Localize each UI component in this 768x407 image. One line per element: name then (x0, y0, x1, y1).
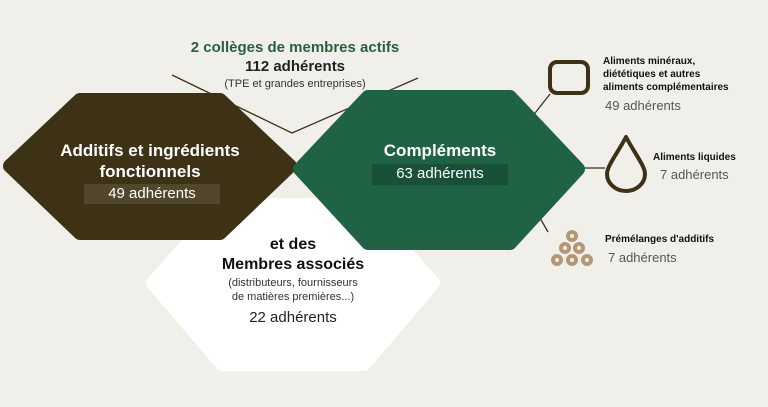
complements-title: Compléments (383, 141, 497, 160)
subcat-1-label-line3: aliments complémentaires (603, 82, 729, 93)
additifs-count: 49 adhérents (108, 185, 196, 202)
additifs-count-box (84, 184, 220, 204)
associes-title-line2: Membres associés (221, 256, 365, 273)
subcat-1-label-line2: diététiques et autres (603, 69, 701, 80)
subcat-1-count: 49 adhérents (605, 98, 681, 113)
drop-icon (605, 135, 647, 193)
associes-count: 22 adhérents (249, 309, 337, 326)
associes-note-line1: (distributeurs, fournisseurs (228, 277, 358, 289)
complements-count: 63 adhérents (396, 165, 484, 182)
header-note: (TPE et grandes entreprises) (224, 78, 366, 90)
rounded-square-icon (548, 60, 590, 95)
complements-count-box (372, 164, 508, 185)
subcat-1-label-line1: Aliments minéraux, (603, 56, 696, 67)
associes-title-line1: et des (269, 236, 317, 253)
additifs-title-line2: fonctionnels (99, 162, 201, 181)
header-title: 2 collèges de membres actifs (190, 39, 400, 56)
subcat-2-label: Aliments liquides (653, 152, 736, 163)
subcat-3-count: 7 adhérents (608, 250, 677, 265)
subcat-2-count: 7 adhérents (660, 167, 729, 182)
subcat-3-label: Prémélanges d'additifs (605, 234, 715, 245)
header-count: 112 adhérents (244, 58, 346, 75)
additifs-title-line1: Additifs et ingrédients (60, 141, 240, 160)
associes-note-line2: de matières premières...) (231, 291, 355, 303)
